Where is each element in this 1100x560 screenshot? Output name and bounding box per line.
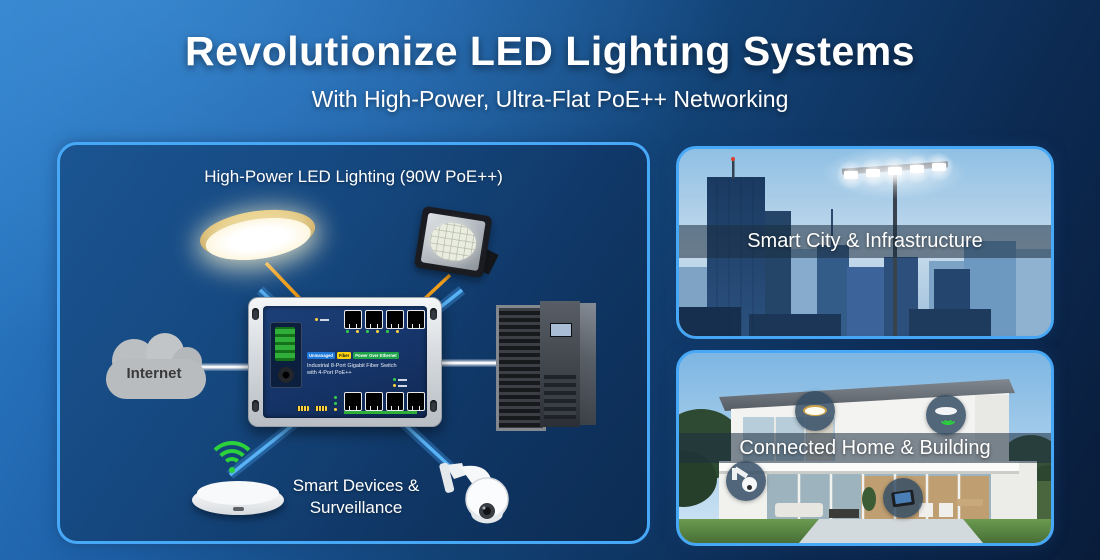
- icon-wifi-arc: [942, 411, 954, 423]
- rj45-port: [407, 392, 425, 411]
- camera-dome-base: [468, 505, 506, 524]
- port-legend: [315, 318, 329, 321]
- wifi-ap-icon: [926, 395, 966, 435]
- mount-hole: [252, 308, 259, 320]
- led: [366, 330, 369, 333]
- mount-hole: [252, 400, 259, 412]
- legend-led: [315, 318, 318, 321]
- cloud-shape: [106, 359, 206, 399]
- led: [334, 408, 337, 411]
- wifi-arc: [214, 449, 250, 485]
- ptz-camera-icon: [726, 461, 766, 501]
- status-legend: [393, 378, 407, 381]
- rack-open-frame: [496, 305, 546, 431]
- camera-bracket: [439, 462, 455, 493]
- wifi-arc: [222, 457, 242, 477]
- switch-product-name: Industrial 8-Port Gigabit Fiber Switch w…: [307, 363, 397, 377]
- rj45-port: [365, 392, 383, 411]
- patio: [799, 519, 983, 543]
- switch-faceplate: Unmanaged Fiber Power Over Ethernet Indu…: [263, 306, 427, 418]
- smart-city-band: Smart City & Infrastructure: [679, 225, 1051, 258]
- legend-led: [393, 378, 396, 381]
- port-leds-top: [346, 330, 399, 333]
- icon-lamp-face: [805, 407, 825, 415]
- rj45-port: [365, 310, 383, 329]
- status-legend: [393, 384, 407, 387]
- dip-switch: [315, 406, 327, 411]
- legend-dash: [320, 318, 329, 321]
- led: [346, 330, 349, 333]
- legend-dash: [398, 384, 407, 387]
- connected-home-panel: Connected Home & Building: [676, 350, 1054, 546]
- page-title: Revolutionize LED Lighting Systems: [184, 28, 915, 74]
- floodlight-heads: [836, 152, 954, 190]
- poe-switch: Unmanaged Fiber Power Over Ethernet Indu…: [248, 297, 442, 427]
- led: [376, 330, 379, 333]
- led: [396, 330, 399, 333]
- rj45-port: [407, 310, 425, 329]
- switch-name-line2: with 4-Port PoE++: [307, 370, 352, 377]
- led: [334, 396, 337, 399]
- wifi-dot: [229, 467, 235, 473]
- badge-fiber: Fiber: [336, 352, 352, 359]
- rj45-port: [386, 310, 404, 329]
- rack-screen: [550, 323, 572, 337]
- smart-city-panel: Smart City & Infrastructure: [676, 146, 1054, 339]
- led: [334, 402, 337, 405]
- mount-hole: [430, 400, 437, 412]
- connected-home-band: Connected Home & Building: [679, 433, 1051, 463]
- badge-unmanaged: Unmanaged: [307, 352, 335, 359]
- power-input-module: [270, 322, 302, 388]
- rj45-port: [386, 392, 404, 411]
- switch-name-line1: Industrial 8-Port Gigabit Fiber Switch: [307, 363, 397, 369]
- dc-jack: [278, 367, 294, 383]
- legend-dash: [398, 378, 407, 381]
- ap-top: [197, 481, 279, 505]
- feature-badges: Unmanaged Fiber Power Over Ethernet: [307, 352, 399, 359]
- rj45-port: [344, 392, 362, 411]
- led: [386, 330, 389, 333]
- devices-caption: Smart Devices & Surveillance: [292, 476, 420, 518]
- diagram-title: High-Power LED Lighting (90W PoE++): [204, 167, 503, 186]
- led: [356, 330, 359, 333]
- camera-lens-highlight: [482, 506, 486, 510]
- rack-drive-bays: [544, 375, 576, 419]
- connected-home-label: Connected Home & Building: [739, 436, 991, 459]
- icon-wifi-arc: [938, 407, 958, 425]
- rj45-ports-bottom: [344, 392, 425, 411]
- rack-side-panel: [580, 303, 596, 425]
- icon-cam-bracket: [732, 468, 737, 480]
- rj45-ports-top: [344, 310, 425, 329]
- ap-port: [233, 507, 244, 511]
- wireless-access-point: [192, 481, 284, 515]
- touch-panel-icon: [883, 478, 923, 518]
- stadium-light-pole: [822, 149, 966, 336]
- ptz-camera: [439, 462, 509, 524]
- mount-hole: [430, 308, 437, 320]
- led-floodlight: [413, 205, 499, 280]
- dip-switch: [297, 406, 309, 411]
- poe-bar: [344, 411, 417, 414]
- smart-city-label: Smart City & Infrastructure: [747, 230, 983, 252]
- legend-led: [393, 384, 396, 387]
- network-diagram-panel: High-Power LED Lighting (90W PoE++) Inte…: [57, 142, 650, 544]
- icon-cam-dome: [742, 477, 757, 492]
- rj45-port: [344, 310, 362, 329]
- server-rack: [492, 299, 600, 431]
- badge-poe: Power Over Ethernet: [353, 352, 399, 359]
- ceiling-light-icon: [795, 391, 835, 431]
- icon-cam-lens: [747, 485, 752, 490]
- page-subtitle: With High-Power, Ultra-Flat PoE++ Networ…: [311, 86, 789, 112]
- wifi-arc: [206, 441, 258, 493]
- city-buildings: [679, 157, 1051, 336]
- internet-cloud: Internet: [98, 333, 210, 405]
- pwr-leds: [334, 396, 337, 411]
- wifi-signal-icon: [206, 441, 258, 485]
- terminal-block: [275, 327, 295, 361]
- internet-label: Internet: [126, 365, 182, 382]
